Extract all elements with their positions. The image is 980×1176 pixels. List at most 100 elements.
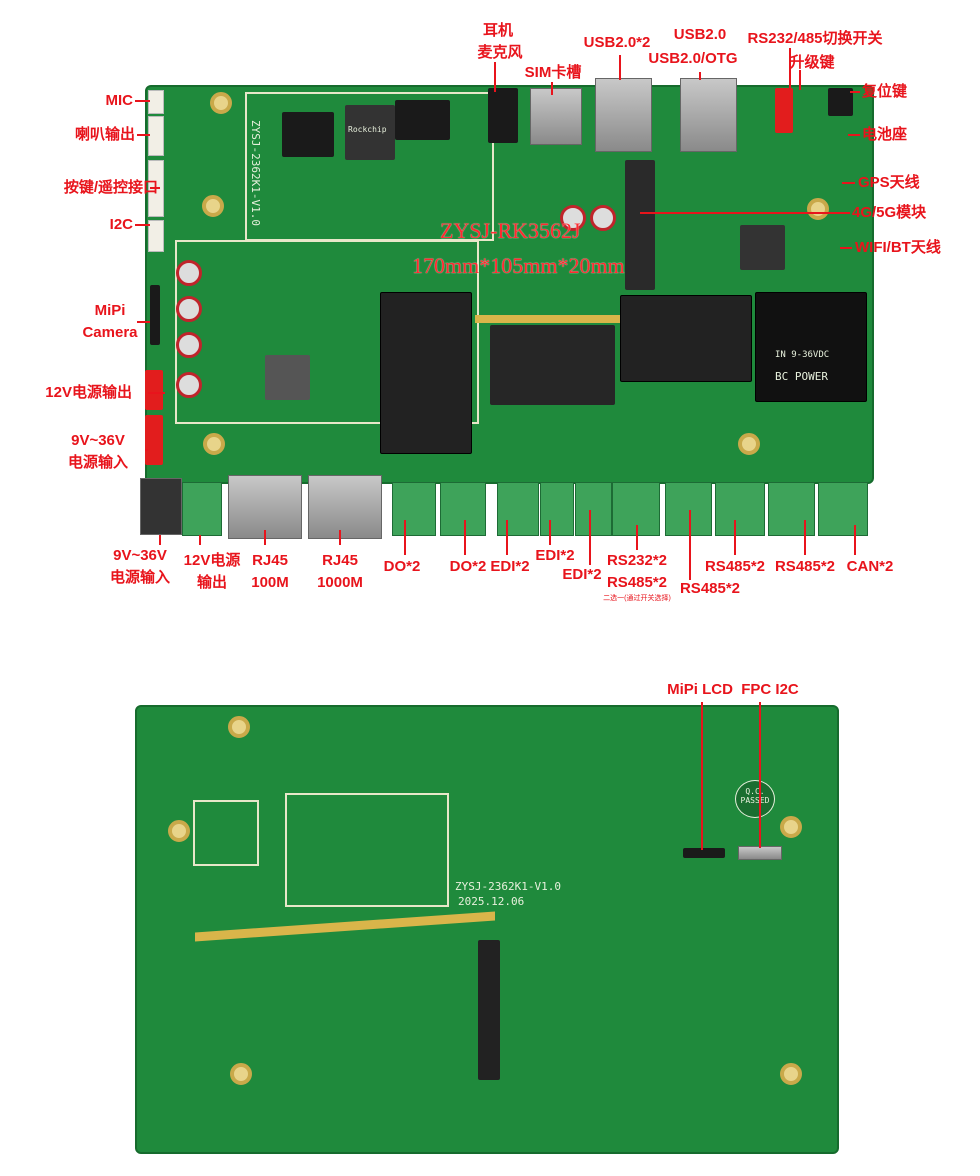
terminal-block (665, 482, 712, 536)
callout-reset-key: 复位键 (862, 83, 908, 100)
callout-upgrade-key: 升级键 (789, 54, 835, 71)
callout-mic: MIC (105, 92, 134, 109)
callout-battery: 电池座 (862, 126, 908, 143)
power-in-connector (145, 415, 163, 465)
mic-connector (148, 90, 164, 114)
callout-speaker-out: 喇叭输出 (74, 126, 135, 143)
callout-rs-switch: RS232/485切换开关 (747, 30, 883, 47)
mount-hole (210, 92, 232, 114)
callout-out12-1: 12V电源 (183, 552, 241, 569)
callout-rs485b: RS485*2 (679, 580, 741, 597)
callout-rs232: RS232*2 (606, 552, 668, 569)
callout-rs485c: RS485*2 (704, 558, 766, 575)
callout-i2c: I2C (109, 216, 133, 233)
rj45-100m (228, 475, 302, 539)
callout-edi2: EDI*2 (535, 547, 575, 564)
mount-hole (780, 816, 802, 838)
callout-usb2x2: USB2.0*2 (583, 34, 651, 51)
terminal-block (540, 482, 574, 536)
back-pin-row (478, 940, 500, 1080)
qc-sticker: Q.C. PASSED (735, 780, 775, 818)
mount-hole (168, 820, 190, 842)
callout-usb-otg: USB2.0/OTG (648, 50, 738, 67)
memory-chip (282, 112, 334, 157)
cap (590, 205, 616, 231)
callout-key-remote: 按键/遥控接口 (63, 179, 158, 196)
sim-slot (530, 88, 582, 145)
mount-hole (738, 433, 760, 455)
callout-can: CAN*2 (846, 558, 894, 575)
rj45-1000m (308, 475, 382, 539)
isolation-trace (475, 315, 625, 323)
terminal-block (715, 482, 765, 536)
power-module-input: IN 9-36VDC (775, 350, 830, 360)
usb-port-double (595, 78, 652, 152)
mount-hole (202, 195, 224, 217)
cap (176, 332, 202, 358)
soc-brand: Rockchip (348, 125, 387, 134)
inductor (265, 355, 310, 400)
soc-chip (345, 105, 395, 160)
callout-mipi-lcd: MiPi LCD (667, 681, 733, 698)
callout-sim: SIM卡槽 (524, 64, 582, 81)
callout-rs485d: RS485*2 (774, 558, 836, 575)
gps-outline (285, 793, 449, 907)
callout-do2: DO*2 (449, 558, 487, 575)
callout-rs485-note: 二选一(通过开关选择) (603, 595, 671, 602)
usb-port-otg (680, 78, 737, 152)
terminal-block (768, 482, 815, 536)
mount-hole (228, 716, 250, 738)
callout-microphone: 麦克风 (477, 44, 523, 61)
m2-slot (625, 160, 655, 290)
callout-dc-in-2: 电源输入 (109, 569, 171, 586)
terminal-block (440, 482, 486, 536)
mount-hole (203, 433, 225, 455)
callout-usb2: USB2.0 (673, 26, 727, 43)
speaker-connector (148, 116, 164, 156)
back-board-silk: ZYSJ-2362K1-V1.0 (455, 880, 561, 893)
back-board-date: 2025.12.06 (458, 895, 525, 908)
som-outline (175, 240, 479, 424)
optocoupler-row (490, 325, 615, 405)
camera-fpc (150, 285, 160, 345)
i2c-connector (148, 220, 164, 252)
terminal-block (575, 482, 612, 536)
callout-out12-2: 输出 (196, 574, 228, 591)
mipi-lcd-fpc (683, 848, 725, 858)
power-module (755, 292, 867, 402)
callout-mipi-camera-1: MiPi (94, 302, 126, 319)
mount-hole (780, 1063, 802, 1085)
emmc-chip (395, 100, 450, 140)
terminal-12v-out (182, 482, 222, 536)
terminal-block (497, 482, 539, 536)
cap (176, 296, 202, 322)
cap (176, 260, 202, 286)
terminal-block (818, 482, 868, 536)
dc-jack (140, 478, 182, 535)
callout-power-in-2: 电源输入 (67, 454, 129, 471)
callout-rj45-100-2: 100M (251, 574, 289, 591)
callout-do1: DO*2 (383, 558, 421, 575)
callout-module-4g5g: 4G/5G模块 (852, 204, 927, 221)
callout-out-12v: 12V电源输出 (45, 384, 132, 401)
callout-dc-in-1: 9V~36V (113, 547, 167, 564)
callout-fpc-i2c: FPC I2C (741, 681, 799, 698)
relay-bank-1 (380, 292, 472, 454)
callout-rj45-1000-2: 1000M (317, 574, 363, 591)
som-core-outline (245, 92, 494, 241)
mount-hole (230, 1063, 252, 1085)
power-module-brand: BC POWER (775, 370, 828, 383)
gps-module-outline (193, 800, 259, 866)
callout-rj45-100-1: RJ45 (252, 552, 288, 569)
terminal-block (612, 482, 660, 536)
callout-edi3: EDI*2 (562, 566, 602, 583)
cap (176, 372, 202, 398)
mount-hole (807, 198, 829, 220)
callout-rs485a: RS485*2 (606, 574, 668, 591)
callout-mipi-camera-2: Camera (82, 324, 138, 341)
relay-bank-2 (620, 295, 752, 382)
size-overlay: 170mm*105mm*20mm (412, 253, 625, 278)
reset-button (828, 88, 853, 116)
callout-wifi-bt: WIFI/BT天线 (855, 239, 941, 256)
callout-headphone: 耳机 (482, 22, 514, 39)
